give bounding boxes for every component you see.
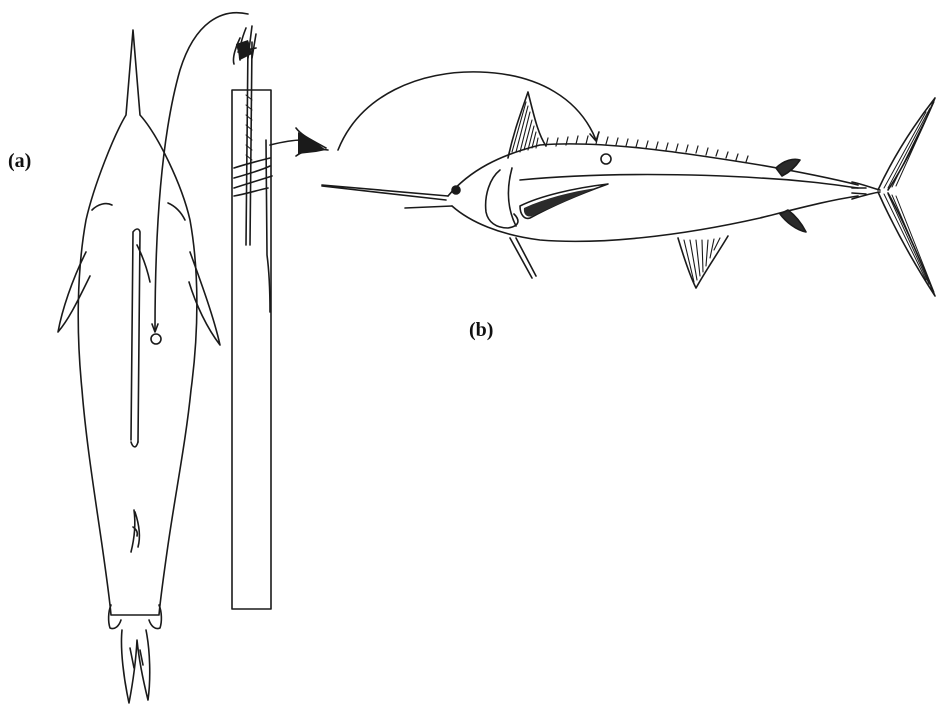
marlin-dorsal-fin-groove — [131, 442, 138, 447]
marlin-dorsal-pectoral-fin-right — [189, 252, 220, 345]
tag-streamer-side-fill — [298, 132, 326, 154]
marlin-lateral-lower-jaw — [405, 206, 452, 208]
marlin-dorsal-body-outline — [78, 30, 197, 615]
marlin-lateral-line — [520, 175, 858, 189]
marlin-lateral-tail-rays — [884, 102, 934, 292]
marlin-lateral-second-anal — [780, 210, 806, 232]
marlin-dorsal-eye-left — [92, 204, 112, 210]
tag-trajectory-arc-b — [338, 72, 596, 150]
tag-location-marker-a — [151, 334, 161, 344]
tagging-pole — [232, 26, 328, 609]
marlin-dorsal-eye-right — [168, 203, 185, 220]
marlin-lateral-caudal-keel — [852, 188, 866, 194]
marlin-dorsal-pectoral-fin-left — [58, 252, 90, 332]
marlin-dorsal-view — [58, 30, 220, 703]
tag-applicator-rod — [246, 42, 252, 245]
marlin-lateral-second-dorsal — [776, 159, 800, 176]
marlin-dorsal-caudal-keel-right — [149, 605, 161, 629]
tag-location-marker-b — [601, 154, 611, 164]
marlin-lateral-eye — [452, 186, 460, 194]
marlin-dorsal-caudal-keel-left — [109, 605, 121, 629]
marlin-dorsal-fin-folded — [131, 229, 150, 442]
marlin-lateral-pelvic-fin — [510, 238, 536, 278]
marlin-lateral-tail — [878, 98, 935, 296]
marlin-lateral-anal-fin-rays — [684, 238, 720, 282]
marlin-dorsal-tail — [121, 630, 149, 703]
marlin-lateral-bill — [322, 185, 448, 200]
marlin-lateral-gill-line — [509, 168, 516, 226]
marlin-dorsal-second-fin — [131, 510, 139, 552]
marlin-lateral-view — [322, 92, 935, 296]
